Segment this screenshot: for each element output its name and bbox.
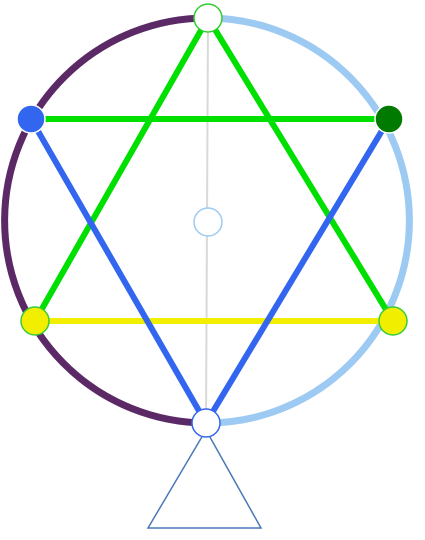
pedestal-triangle-icon xyxy=(146,428,263,529)
node-bottom-icon xyxy=(191,408,221,438)
node-center-icon xyxy=(193,207,223,237)
down-triangle-left-edge xyxy=(28,116,209,426)
arc-right xyxy=(202,14,413,427)
node-top-icon xyxy=(193,3,223,33)
node-lower-right-icon xyxy=(378,306,408,336)
node-upper-right-icon xyxy=(374,104,404,134)
node-upper-left-icon xyxy=(16,104,46,134)
down-triangle-right-edge xyxy=(203,116,392,426)
up-triangle-left-edge xyxy=(32,15,211,324)
arc-left xyxy=(1,14,212,427)
up-triangle-right-edge xyxy=(205,15,396,324)
node-lower-left-icon xyxy=(20,306,50,336)
